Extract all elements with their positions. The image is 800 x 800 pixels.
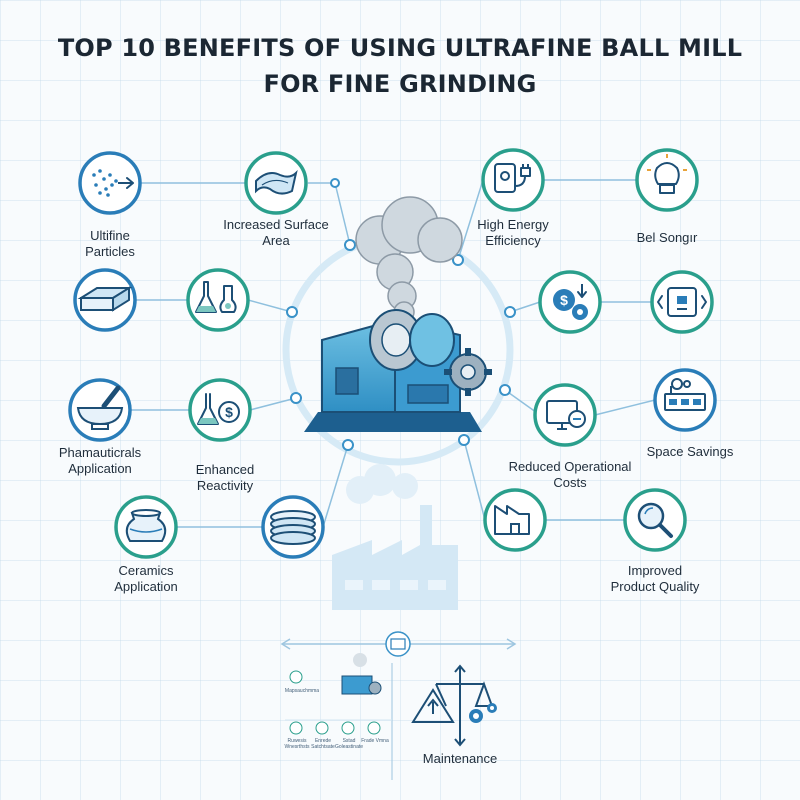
small-gears-icon (469, 703, 497, 723)
benefit-node (533, 383, 597, 447)
benefit-circles: $$ (68, 148, 717, 559)
flasks-icon (195, 281, 237, 313)
benefit-node (483, 488, 547, 552)
mini-badge-icon (289, 670, 303, 684)
benefit-node (114, 495, 178, 559)
benefit-label-line: Ceramics (118, 563, 174, 578)
benefit-label-line: Costs (553, 475, 587, 490)
benefit-node (186, 268, 250, 332)
svg-text:$: $ (560, 292, 568, 308)
benefit-node (650, 270, 714, 334)
benefit-label-line: Particles (85, 244, 135, 259)
benefit-circle (78, 151, 142, 215)
mini-item-1: Ruwesis Wnesrthsts (284, 738, 310, 750)
connector-dots (286, 178, 516, 451)
benefit-node: $ (538, 270, 602, 334)
benefit-node (481, 148, 545, 212)
benefit-label: Bel Songır (617, 230, 717, 246)
title-line-1: TOP 10 BENEFITS OF USING ULTRAFINE BALL … (57, 34, 743, 62)
benefit-node (73, 268, 137, 332)
factory-silhouette (332, 505, 458, 610)
material-block-icon (77, 286, 133, 312)
ball-mill-machine (304, 309, 492, 432)
particles-icon (92, 169, 134, 197)
benefit-circle (481, 148, 545, 212)
benefit-label-line: Space Savings (646, 444, 734, 459)
benefit-node (261, 495, 325, 559)
balance-scale-icon (435, 664, 494, 747)
benefit-label-line: Efficiency (485, 233, 541, 248)
benefit-label-line: Application (68, 461, 132, 476)
mini-item-3: Sstad Goleastinate (334, 738, 364, 750)
benefit-label-line: Reduced Operational (508, 459, 632, 474)
benefit-circle (533, 383, 597, 447)
benefit-label: Space Savings (630, 444, 750, 460)
bottom-panel (280, 631, 517, 780)
benefit-label-line: Product Quality (610, 579, 700, 594)
factory-unit-icon (664, 378, 706, 411)
connector-lines (130, 179, 656, 528)
monitor-icon (546, 400, 586, 430)
mini-label: Mapsauchmma (284, 688, 320, 694)
benefit-circle (186, 268, 250, 332)
ceramic-pot-icon (125, 509, 167, 542)
title-line-2: FOR FINE GRINDING (263, 70, 537, 98)
mini-item-4: Frade Vmna (361, 738, 389, 744)
mortar-pestle-icon (76, 385, 124, 430)
benefit-node (78, 151, 142, 215)
benefit-label-line: Reactivity (196, 478, 254, 493)
energy-plug-icon (494, 163, 531, 193)
disc-stack-icon (270, 510, 316, 545)
cost-gear-icon: $ (553, 284, 588, 320)
building-icon (494, 505, 530, 535)
benefit-node (623, 488, 687, 552)
benefit-node (635, 148, 699, 212)
lightbulb-icon (647, 154, 687, 194)
benefit-circle (635, 148, 699, 212)
mini-machine-icon (341, 653, 382, 695)
magnifier-icon (637, 502, 673, 538)
flask-dollar-icon: $ (197, 393, 240, 425)
benefit-label-line: Application (114, 579, 178, 594)
benefit-label-line: High Energy (477, 217, 549, 232)
code-frame-icon (657, 287, 707, 317)
benefit-label-line: Area (262, 233, 290, 248)
benefit-label-line: Improved (627, 563, 683, 578)
page-title: TOP 10 BENEFITS OF USING ULTRAFINE BALL … (0, 30, 800, 102)
surface-sheet-icon (255, 169, 298, 195)
smoke-faint (346, 464, 418, 504)
benefit-node (244, 151, 308, 215)
svg-text:$: $ (225, 404, 233, 420)
maintenance-label: Maintenance (422, 751, 498, 766)
benefit-node (68, 378, 132, 442)
mini-item-2: Enrede Satchtsate (311, 738, 335, 750)
benefit-label-line: Ultifine (90, 228, 130, 243)
benefit-label-line: Increased Surface (223, 217, 329, 232)
benefit-label-line: Enhanced (195, 462, 255, 477)
benefit-node (653, 368, 717, 432)
steam-cloud (355, 196, 463, 323)
warning-triangle-icon (411, 688, 455, 723)
benefit-label-line: Bel Songır (636, 230, 698, 245)
calendar-badge-icon (385, 631, 411, 657)
benefit-node: $ (188, 378, 252, 442)
benefit-label-line: Phamauticrals (58, 445, 142, 460)
